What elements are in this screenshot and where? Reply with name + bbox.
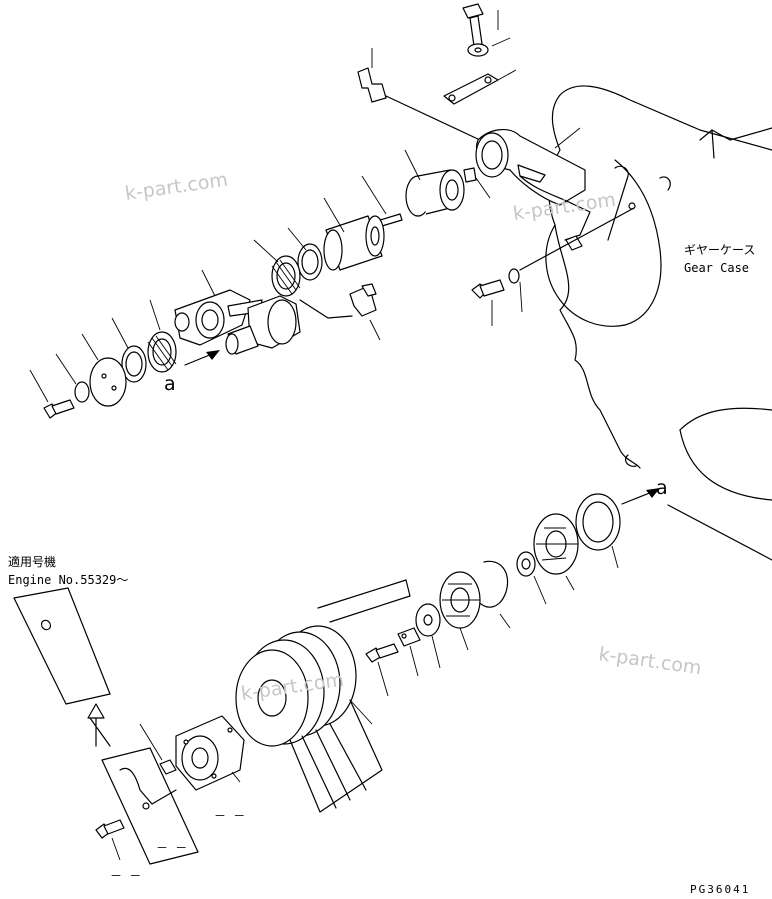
view-a-label-top: a <box>164 373 176 395</box>
dowel-pin <box>463 167 491 199</box>
stud-bolt <box>565 235 583 251</box>
bolt-clamp <box>95 819 125 861</box>
clamp-bracket <box>119 767 177 810</box>
applicable-label-jp: 適用号機 <box>8 554 56 569</box>
bolt-pulley <box>365 643 399 697</box>
bolt-top <box>462 3 499 47</box>
gear-case-label-jp: ギヤーケース <box>684 243 755 257</box>
drive-gear-shaft <box>225 295 301 355</box>
view-a-label-bottom: a <box>656 477 668 499</box>
view-arrow-bottom <box>621 488 660 505</box>
cover-plate <box>81 333 127 407</box>
washer-top <box>467 37 511 57</box>
lock-plate <box>443 69 517 105</box>
grease-nipple <box>139 723 177 775</box>
breather-fitting <box>299 283 381 341</box>
front-bearing <box>575 493 621 569</box>
housing-flange <box>475 127 591 241</box>
bevel-housing <box>174 269 263 346</box>
bolt-cover <box>29 369 75 419</box>
gear-case-label-en: Gear Case <box>684 261 749 275</box>
gear-case-housing <box>545 85 772 561</box>
engine-no-inset <box>13 587 199 865</box>
v-belts <box>289 699 383 813</box>
damper-ring <box>439 571 481 651</box>
washer-cover <box>55 353 90 403</box>
tachometer-drive-housing <box>175 715 245 791</box>
dash-label-2: － － <box>156 841 187 855</box>
view-arrow-top <box>184 350 220 366</box>
snap-ring <box>111 317 147 383</box>
dash-label-3: － － <box>110 869 141 883</box>
collar <box>516 551 547 605</box>
drawing-code: PG36041 <box>690 883 750 896</box>
needle-bearing-2 <box>147 299 177 373</box>
lock-washer <box>397 627 421 677</box>
spacer-collar <box>323 197 385 271</box>
bolt-mid <box>471 279 505 326</box>
engine-no-label: Engine No.55329～ <box>8 573 128 587</box>
crankshaft-stub <box>317 579 411 623</box>
watermark-3: k-part.com <box>597 643 703 679</box>
elbow-fitting-top <box>357 48 481 141</box>
retainer-sleeve <box>404 149 465 217</box>
dash-label-1: － － <box>214 809 245 823</box>
circlip <box>475 560 511 629</box>
watermark-1: k-part.com <box>124 169 230 205</box>
washer-mid <box>508 207 635 313</box>
spacer-disc <box>415 603 441 669</box>
bearing-ring-1 <box>287 227 323 281</box>
damper-hub <box>533 513 579 591</box>
needle-bearing-1 <box>253 239 301 297</box>
crank-pulley <box>235 625 373 747</box>
